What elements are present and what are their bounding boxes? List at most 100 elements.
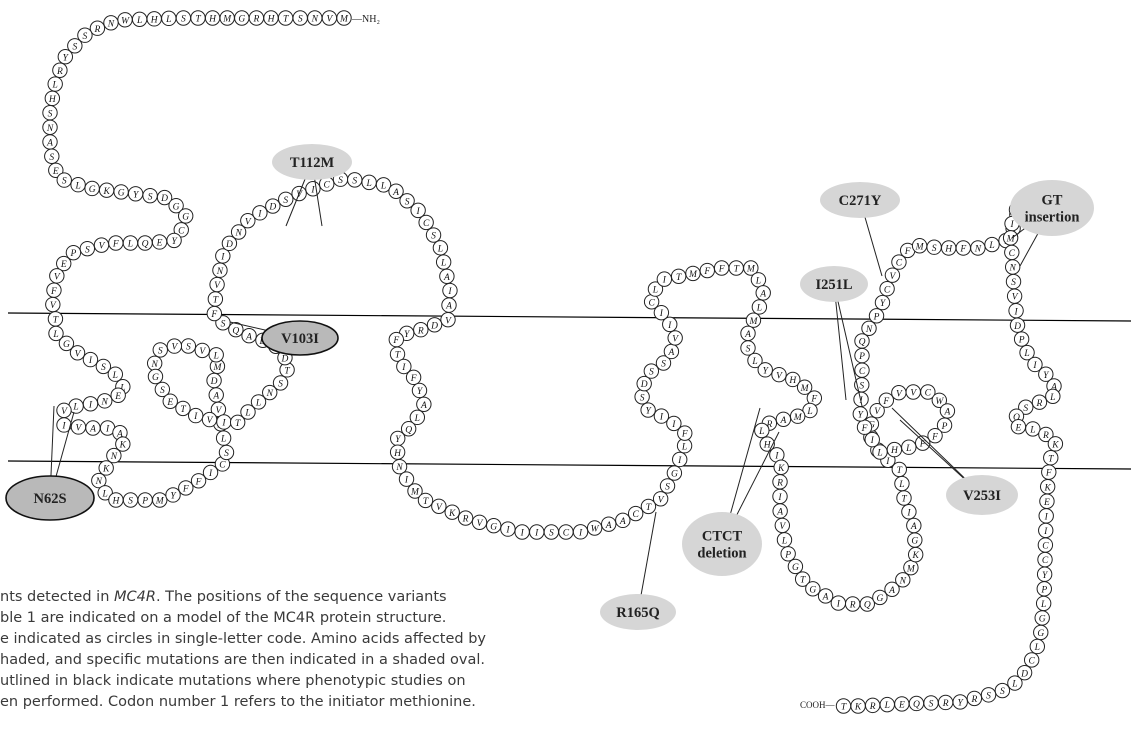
residue-letter: T [734, 265, 740, 275]
residue-letter: L [1049, 393, 1055, 403]
residue-letter: F [861, 424, 868, 434]
residue-letter: I [447, 287, 452, 297]
residue-letter: S [48, 109, 53, 119]
residue-letter: R [970, 695, 977, 705]
residue-letter: M [339, 15, 349, 25]
residue-circle [789, 408, 806, 424]
residue-letter: R [776, 478, 783, 488]
residue-letter: F [919, 440, 926, 450]
residue-letter: S [221, 319, 226, 329]
residue-letter: N [95, 477, 103, 487]
residue-letter: F [904, 247, 911, 257]
residue-letter: A [759, 289, 766, 299]
residue-circle [754, 422, 770, 439]
residue-letter: G [911, 537, 918, 547]
residue-circle [994, 682, 1011, 699]
residue-letter: P [858, 352, 865, 362]
residue-circle [817, 588, 834, 604]
residue-circle [106, 447, 122, 464]
mutation-callouts: N62SV103IT112MR165QCTCTdeletionI251LV253… [5, 144, 1094, 630]
residue-letter: M [222, 15, 232, 25]
residue-letter: H [150, 15, 159, 25]
residue-circle [872, 589, 888, 606]
residue-circle [884, 267, 901, 283]
residue-circle [643, 363, 660, 379]
residue-circle [884, 581, 900, 598]
residue-letter: L [1011, 680, 1017, 690]
residue-circle [70, 177, 86, 193]
residue-letter: K [102, 465, 110, 475]
residue-letter: D [210, 377, 218, 387]
residue-letter: V [326, 15, 333, 25]
residue-letter: G [1037, 629, 1044, 639]
residue-circle [601, 516, 617, 532]
residue-circle [1045, 388, 1061, 405]
residue-letter: D [430, 321, 438, 331]
residue-letter: P [1040, 585, 1047, 595]
residue-circle [1016, 664, 1033, 681]
residue-letter: L [781, 536, 787, 546]
residue-letter: C [423, 219, 430, 229]
residue-letter: I [836, 600, 841, 610]
residue-letter: L [876, 449, 882, 459]
residue-letter: V [245, 217, 252, 227]
mutation-oval [1010, 180, 1094, 236]
residue-circle [895, 572, 911, 588]
residue-circle [740, 340, 756, 356]
residue-letter: L [898, 480, 904, 490]
residue-letter: I [105, 425, 110, 435]
residue-letter: F [112, 240, 119, 250]
residue-circle [984, 236, 1000, 253]
residue-letter: R [765, 420, 772, 430]
residue-circle [110, 387, 126, 403]
residue-letter: P [70, 249, 77, 259]
residue-circle [57, 48, 74, 65]
residue-letter: Y [395, 435, 402, 445]
residue-circle [755, 285, 771, 301]
residue-letter: V [779, 522, 786, 532]
residue-letter: V [215, 406, 222, 416]
residue-letter: G [152, 373, 159, 383]
residue-circle [901, 504, 917, 520]
residue-circle [835, 698, 852, 714]
residue-letter: S [72, 42, 77, 52]
residue-circle [667, 330, 683, 346]
residue-circle [154, 381, 171, 398]
residue-letter: Y [880, 299, 887, 309]
residue-letter: Y [858, 411, 865, 421]
residue-circle [190, 473, 207, 489]
residue-letter: V [75, 349, 82, 359]
residue-letter: I [257, 209, 262, 219]
residue-letter: Y [1043, 371, 1050, 381]
residue-circle [572, 524, 589, 540]
residue-letter: F [681, 430, 688, 440]
residue-letter: A [910, 522, 917, 532]
residue-letter: N [899, 576, 907, 586]
residue-letter: I [777, 493, 782, 503]
residue-circle [228, 321, 244, 338]
residue-letter: Y [1042, 571, 1049, 581]
residue-letter: L [72, 403, 78, 413]
residue-letter: H [112, 497, 121, 507]
residue-letter: V [99, 242, 106, 252]
residue-letter: G [89, 185, 96, 195]
residue-circle [107, 366, 124, 382]
residue-circle [272, 375, 289, 391]
residue-circle [920, 384, 936, 400]
residue-letter: Y [63, 53, 70, 63]
residue-circle [878, 392, 895, 408]
mutation-label: I251L [815, 277, 852, 293]
residue-circle [743, 260, 759, 276]
residue-circle [659, 478, 676, 494]
residue-letter: L [165, 15, 171, 25]
residue-letter: A [619, 517, 626, 527]
residue-letter: V [76, 424, 83, 434]
residue-letter: I [310, 185, 315, 195]
residue-letter: V [61, 407, 68, 417]
residue-circle [221, 235, 238, 252]
residue-letter: N [234, 229, 242, 239]
residue-circle [640, 402, 656, 418]
residue-circle [652, 491, 669, 507]
residue-circle [115, 436, 131, 452]
residue-letter: T [53, 315, 59, 325]
